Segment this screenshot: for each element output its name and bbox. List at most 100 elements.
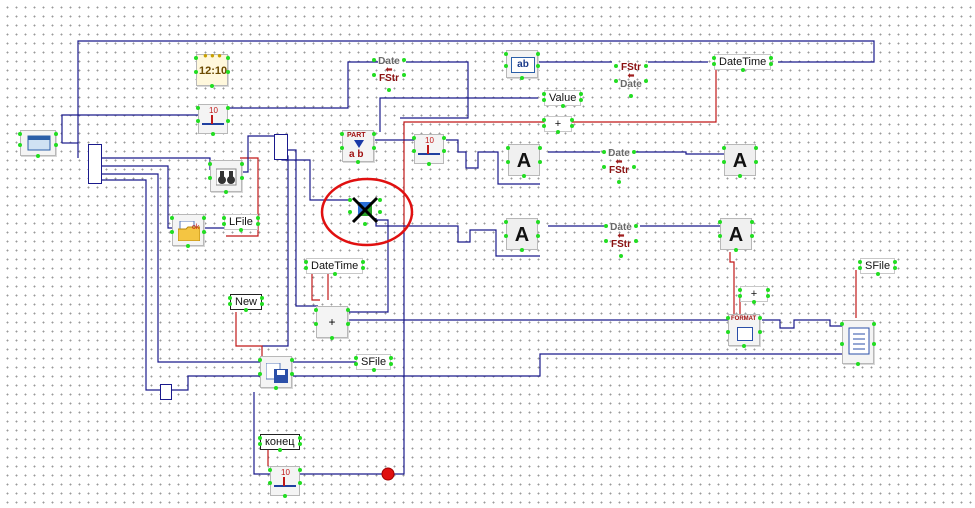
connection-pin[interactable] bbox=[750, 220, 754, 224]
fstr-to-date[interactable]: FStr ⬅ Date bbox=[616, 62, 646, 96]
counter-top[interactable]: 10 bbox=[198, 104, 228, 134]
text-component-1[interactable]: A bbox=[508, 144, 540, 176]
connection-pin[interactable] bbox=[244, 308, 248, 312]
connection-pin[interactable] bbox=[346, 322, 350, 326]
connection-pin[interactable] bbox=[224, 190, 228, 194]
connection-pin[interactable] bbox=[356, 160, 360, 164]
connection-pin[interactable] bbox=[346, 308, 350, 312]
connection-pin[interactable] bbox=[738, 174, 742, 178]
connection-pin[interactable] bbox=[644, 79, 648, 83]
connection-pin[interactable] bbox=[348, 198, 352, 202]
connection-pin[interactable] bbox=[872, 322, 876, 326]
connection-pin[interactable] bbox=[520, 248, 524, 252]
connection-pin[interactable] bbox=[354, 356, 358, 360]
connection-pin[interactable] bbox=[619, 254, 623, 258]
connection-pin[interactable] bbox=[196, 119, 200, 123]
connection-pin[interactable] bbox=[170, 230, 174, 234]
format-component[interactable]: FORMAT bbox=[728, 314, 760, 346]
connection-pin[interactable] bbox=[542, 124, 546, 128]
connection-pin[interactable] bbox=[387, 88, 391, 92]
connection-pin[interactable] bbox=[614, 79, 618, 83]
label-value[interactable]: Value bbox=[544, 90, 582, 106]
connection-pin[interactable] bbox=[36, 154, 40, 158]
connection-pin[interactable] bbox=[258, 358, 262, 362]
connection-pin[interactable] bbox=[389, 356, 393, 360]
connection-pin[interactable] bbox=[210, 84, 214, 88]
counter-mid[interactable]: 10 bbox=[414, 134, 444, 164]
connection-pin[interactable] bbox=[258, 436, 262, 440]
connection-pin[interactable] bbox=[542, 98, 546, 102]
connection-pin[interactable] bbox=[298, 436, 302, 440]
connection-pin[interactable] bbox=[226, 106, 230, 110]
connection-pin[interactable] bbox=[304, 266, 308, 270]
date-to-fstr-3[interactable]: Date ⬅ FStr bbox=[606, 222, 636, 256]
stop-component[interactable] bbox=[350, 196, 380, 224]
connection-pin[interactable] bbox=[340, 132, 344, 136]
connection-pin[interactable] bbox=[298, 442, 302, 446]
connection-pin[interactable] bbox=[560, 104, 565, 108]
edit-component[interactable]: ab bbox=[506, 50, 538, 78]
connection-pin[interactable] bbox=[332, 272, 337, 276]
connection-pin[interactable] bbox=[240, 176, 244, 180]
connection-pin[interactable] bbox=[536, 64, 540, 68]
connection-pin[interactable] bbox=[506, 160, 510, 164]
find-component[interactable] bbox=[210, 160, 242, 192]
connection-pin[interactable] bbox=[226, 56, 230, 60]
connection-pin[interactable] bbox=[283, 494, 287, 498]
connection-pin[interactable] bbox=[504, 52, 508, 56]
connection-pin[interactable] bbox=[208, 176, 212, 180]
connection-pin[interactable] bbox=[542, 92, 546, 96]
text-component-4[interactable]: A bbox=[720, 218, 752, 250]
connection-pin[interactable] bbox=[632, 165, 636, 169]
connection-pin[interactable] bbox=[754, 160, 758, 164]
connection-pin[interactable] bbox=[194, 56, 198, 60]
connection-pin[interactable] bbox=[858, 260, 862, 264]
connection-pin[interactable] bbox=[579, 98, 583, 102]
date-to-fstr-1[interactable]: Date ⬅ FStr bbox=[374, 56, 404, 90]
connection-pin[interactable] bbox=[604, 224, 608, 228]
connection-pin[interactable] bbox=[290, 372, 294, 376]
connection-pin[interactable] bbox=[442, 136, 446, 140]
connection-pin[interactable] bbox=[712, 56, 716, 60]
part-component[interactable]: PART a b bbox=[342, 130, 374, 162]
clock-component[interactable]: ● ● ● 12:10 bbox=[196, 51, 228, 86]
connection-pin[interactable] bbox=[504, 234, 508, 238]
connection-pin[interactable] bbox=[54, 143, 58, 147]
connection-pin[interactable] bbox=[427, 162, 431, 166]
connection-pin[interactable] bbox=[520, 76, 524, 80]
connection-pin[interactable] bbox=[738, 288, 742, 292]
connection-pin[interactable] bbox=[644, 64, 648, 68]
window-component[interactable] bbox=[20, 130, 56, 156]
connection-pin[interactable] bbox=[718, 234, 722, 238]
connection-pin[interactable] bbox=[840, 322, 844, 326]
plus-component[interactable]: + bbox=[316, 306, 348, 338]
label-datetime-top[interactable]: DateTime bbox=[714, 54, 772, 70]
save-file-component[interactable] bbox=[260, 356, 292, 388]
connection-pin[interactable] bbox=[211, 132, 215, 136]
connection-pin[interactable] bbox=[722, 146, 726, 150]
connection-pin[interactable] bbox=[504, 220, 508, 224]
connection-pin[interactable] bbox=[750, 234, 754, 238]
connection-pin[interactable] bbox=[629, 94, 633, 98]
connection-pin[interactable] bbox=[170, 216, 174, 220]
connection-pin[interactable] bbox=[722, 160, 726, 164]
connection-pin[interactable] bbox=[239, 228, 243, 232]
connection-pin[interactable] bbox=[330, 336, 334, 340]
connection-pin[interactable] bbox=[290, 358, 294, 362]
connection-pin[interactable] bbox=[256, 216, 260, 220]
connection-pin[interactable] bbox=[570, 124, 574, 128]
connection-pin[interactable] bbox=[363, 222, 367, 226]
connection-pin[interactable] bbox=[858, 266, 862, 270]
connection-pin[interactable] bbox=[506, 146, 510, 150]
connection-pin[interactable] bbox=[769, 56, 773, 60]
connection-pin[interactable] bbox=[536, 220, 540, 224]
connection-pin[interactable] bbox=[354, 362, 358, 366]
connection-pin[interactable] bbox=[258, 442, 262, 446]
connection-pin[interactable] bbox=[222, 216, 226, 220]
text-component-2[interactable]: A bbox=[724, 144, 756, 176]
connection-pin[interactable] bbox=[389, 362, 393, 366]
connection-pin[interactable] bbox=[570, 118, 574, 122]
connection-pin[interactable] bbox=[742, 344, 746, 348]
connection-pin[interactable] bbox=[769, 62, 773, 66]
